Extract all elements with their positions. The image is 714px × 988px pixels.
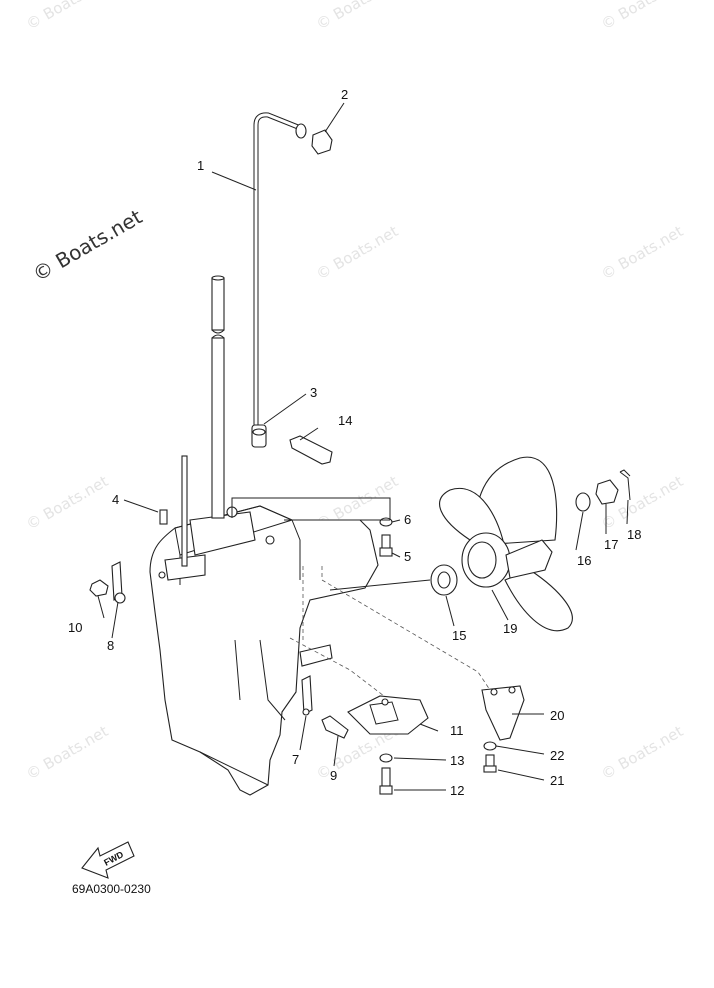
bolt-5 [379, 534, 393, 557]
fwd-arrow: FWD [81, 841, 135, 879]
watermark: © Boats.net [313, 0, 401, 33]
callout-18: 18 [627, 527, 641, 542]
callout-13: 13 [450, 753, 464, 768]
callout-10: 10 [68, 620, 82, 635]
watermark: © Boats.net [23, 722, 111, 783]
clip-8 [111, 561, 126, 604]
diagram-code: 69A0300-0230 [72, 882, 151, 896]
watermark-main: © Boats.net [29, 204, 147, 286]
plate-7 [301, 675, 313, 716]
screw-9 [321, 715, 349, 739]
callout-17: 17 [604, 537, 618, 552]
cap-10 [89, 579, 109, 597]
tube-seal [251, 424, 267, 448]
watermark: © Boats.net [23, 472, 111, 533]
callout-19: 19 [503, 621, 517, 636]
callout-22: 22 [550, 748, 564, 763]
water-tube [253, 112, 299, 425]
callout-15: 15 [452, 628, 466, 643]
watermark-tiles: © Boats.net © Boats.net © Boats.net © Bo… [23, 0, 686, 783]
fin-20 [481, 685, 525, 741]
callout-2: 2 [341, 87, 348, 102]
nut-17 [595, 479, 619, 505]
bracket [289, 435, 333, 465]
callout-11: 11 [450, 723, 464, 738]
pin [159, 509, 168, 525]
watermark: © Boats.net [23, 0, 111, 33]
callout-1: 1 [197, 158, 204, 173]
leader-lines [97, 102, 629, 791]
callout-6: 6 [404, 512, 411, 527]
callout-20: 20 [550, 708, 564, 723]
drive-shaft [211, 275, 225, 519]
callout-5: 5 [404, 549, 411, 564]
watermark: © Boats.net [598, 0, 686, 33]
grommet [311, 129, 333, 155]
bolt-21 [483, 754, 497, 773]
washer-22 [483, 741, 497, 751]
callout-3: 3 [310, 385, 317, 400]
callout-16: 16 [577, 553, 591, 568]
cotter-pin-18 [619, 469, 631, 501]
callout-21: 21 [550, 773, 564, 788]
callout-9: 9 [330, 768, 337, 783]
washer-16 [575, 492, 591, 512]
lower-casing [149, 505, 379, 796]
thrust-washer [430, 564, 458, 596]
watermark: © Boats.net [598, 722, 686, 783]
callout-12: 12 [450, 783, 464, 798]
callout-4: 4 [112, 492, 119, 507]
shift-rod [181, 455, 188, 567]
callout-14: 14 [338, 413, 352, 428]
callout-8: 8 [107, 638, 114, 653]
callout-7: 7 [292, 752, 299, 767]
watermark: © Boats.net [598, 222, 686, 283]
anode-11 [347, 695, 429, 735]
propeller [439, 456, 573, 632]
reference-lines [289, 566, 491, 697]
water-tube-inner [254, 113, 299, 425]
washer-13 [379, 753, 393, 763]
watermark: © Boats.net [313, 222, 401, 283]
callouts: 1 2 3 4 5 6 7 8 9 10 11 12 13 14 15 16 1… [68, 87, 641, 798]
bolt-12 [379, 767, 393, 795]
